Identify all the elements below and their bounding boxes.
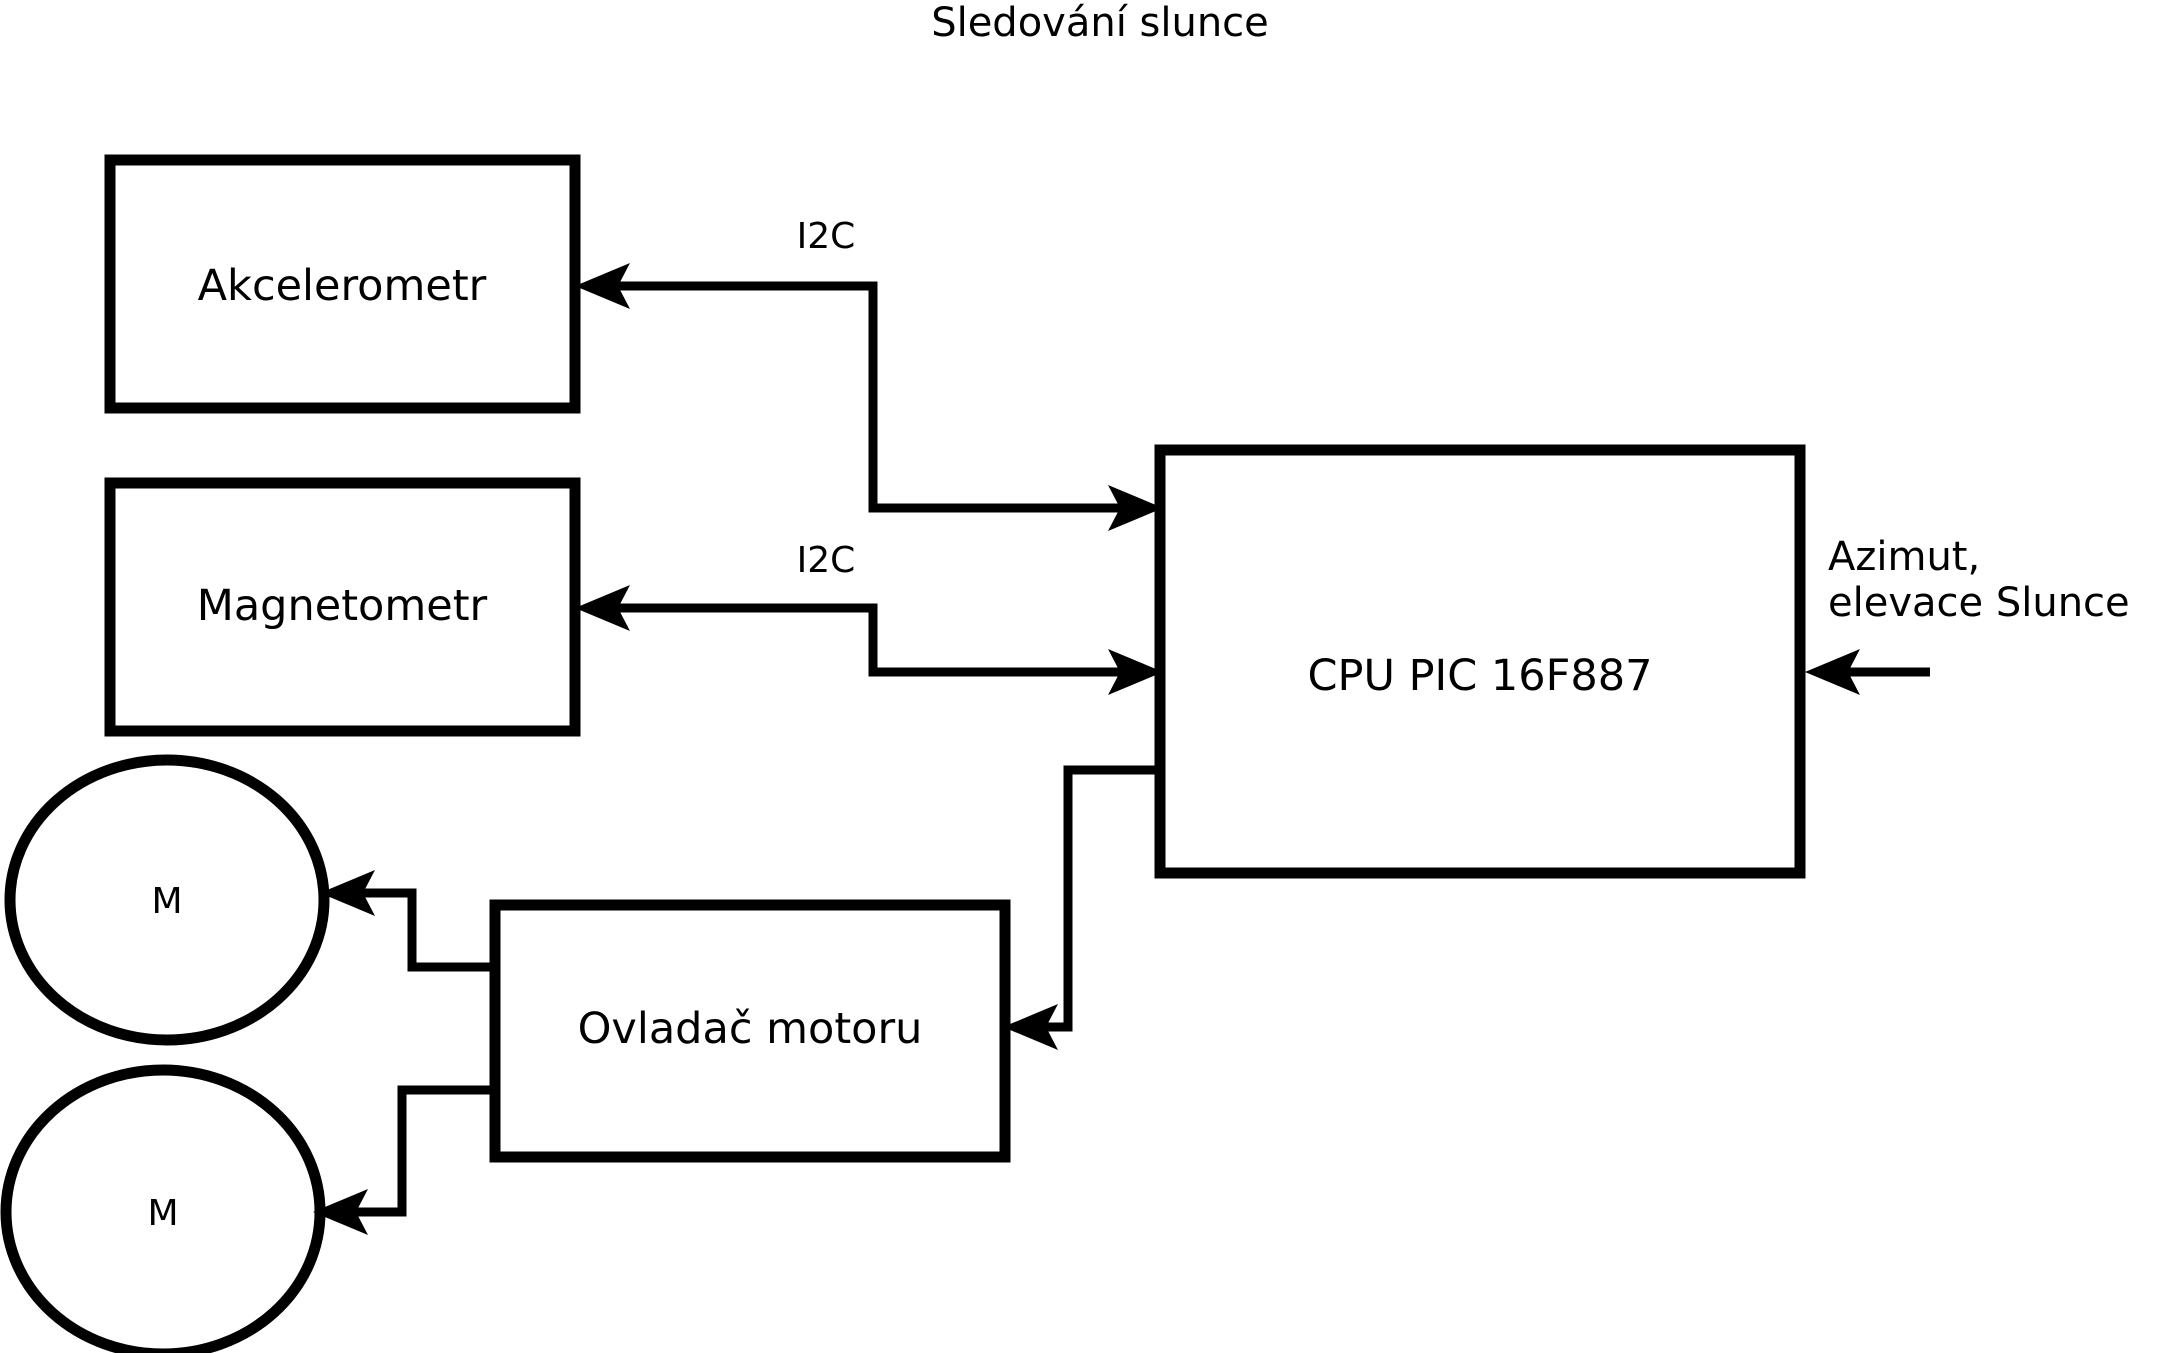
motor-1-wire: [360, 888, 495, 972]
arrow-head-into-cpu-top: [1108, 485, 1163, 531]
page-title: Sledování slunce: [931, 0, 1269, 46]
sun-input-label-line2: elevace Slunce: [1828, 580, 2130, 626]
accelerometer-bus-label: I2C: [797, 216, 856, 257]
node-accelerometer: Akcelerometr: [104, 154, 581, 414]
node-cpu: CPU PIC 16F887: [1154, 444, 1806, 879]
edge-sun-input-to-cpu: Azimut, elevace Slunce: [1805, 534, 2130, 695]
cpu-label: CPU PIC 16F887: [1308, 651, 1653, 701]
accelerometer-bus-wire: [612, 281, 1128, 513]
magnetometer-bus-label: I2C: [797, 540, 856, 581]
node-motor-2: M: [0, 1064, 326, 1353]
edge-cpu-to-magnetometer: I2C: [575, 540, 1163, 695]
arrow-head-into-accelerometer: [575, 263, 630, 309]
sun-input-label-line1: Azimut,: [1828, 534, 1980, 580]
motor-driver-control-wire: [1042, 765, 1160, 1032]
edge-motor-driver-to-motor-2: [313, 1085, 495, 1235]
accelerometer-box: [104, 154, 581, 414]
arrow-head-into-cpu-bottom: [1108, 649, 1163, 695]
edge-cpu-to-accelerometer: I2C: [575, 216, 1163, 531]
magnetometer-bus-wire: [612, 603, 1128, 677]
accelerometer-label: Akcelerometr: [198, 261, 487, 311]
edge-cpu-to-motor-driver: [1003, 765, 1160, 1050]
node-motor-driver: Ovladač motoru: [489, 899, 1011, 1163]
motor-driver-box: [489, 899, 1011, 1163]
motor-driver-label: Ovladač motoru: [578, 1004, 923, 1054]
arrow-head-into-motor-2: [313, 1189, 368, 1235]
motor-2-wire: [352, 1085, 495, 1217]
arrow-head-into-magnetometer: [575, 585, 630, 631]
node-motor-1: M: [4, 754, 330, 1046]
node-magnetometer: Magnetometr: [104, 477, 581, 737]
arrow-head-into-cpu-right: [1805, 649, 1860, 695]
motor-2-label: M: [147, 1193, 178, 1234]
motor-1-label: M: [151, 881, 182, 922]
arrow-head-into-motor-1: [320, 870, 375, 916]
arrow-head-into-motor-driver: [1003, 1004, 1058, 1050]
magnetometer-box: [104, 477, 581, 737]
cpu-box: [1154, 444, 1806, 879]
magnetometer-label: Magnetometr: [197, 581, 488, 631]
motor-1-circle: [4, 754, 330, 1046]
edge-motor-driver-to-motor-1: [320, 870, 495, 972]
